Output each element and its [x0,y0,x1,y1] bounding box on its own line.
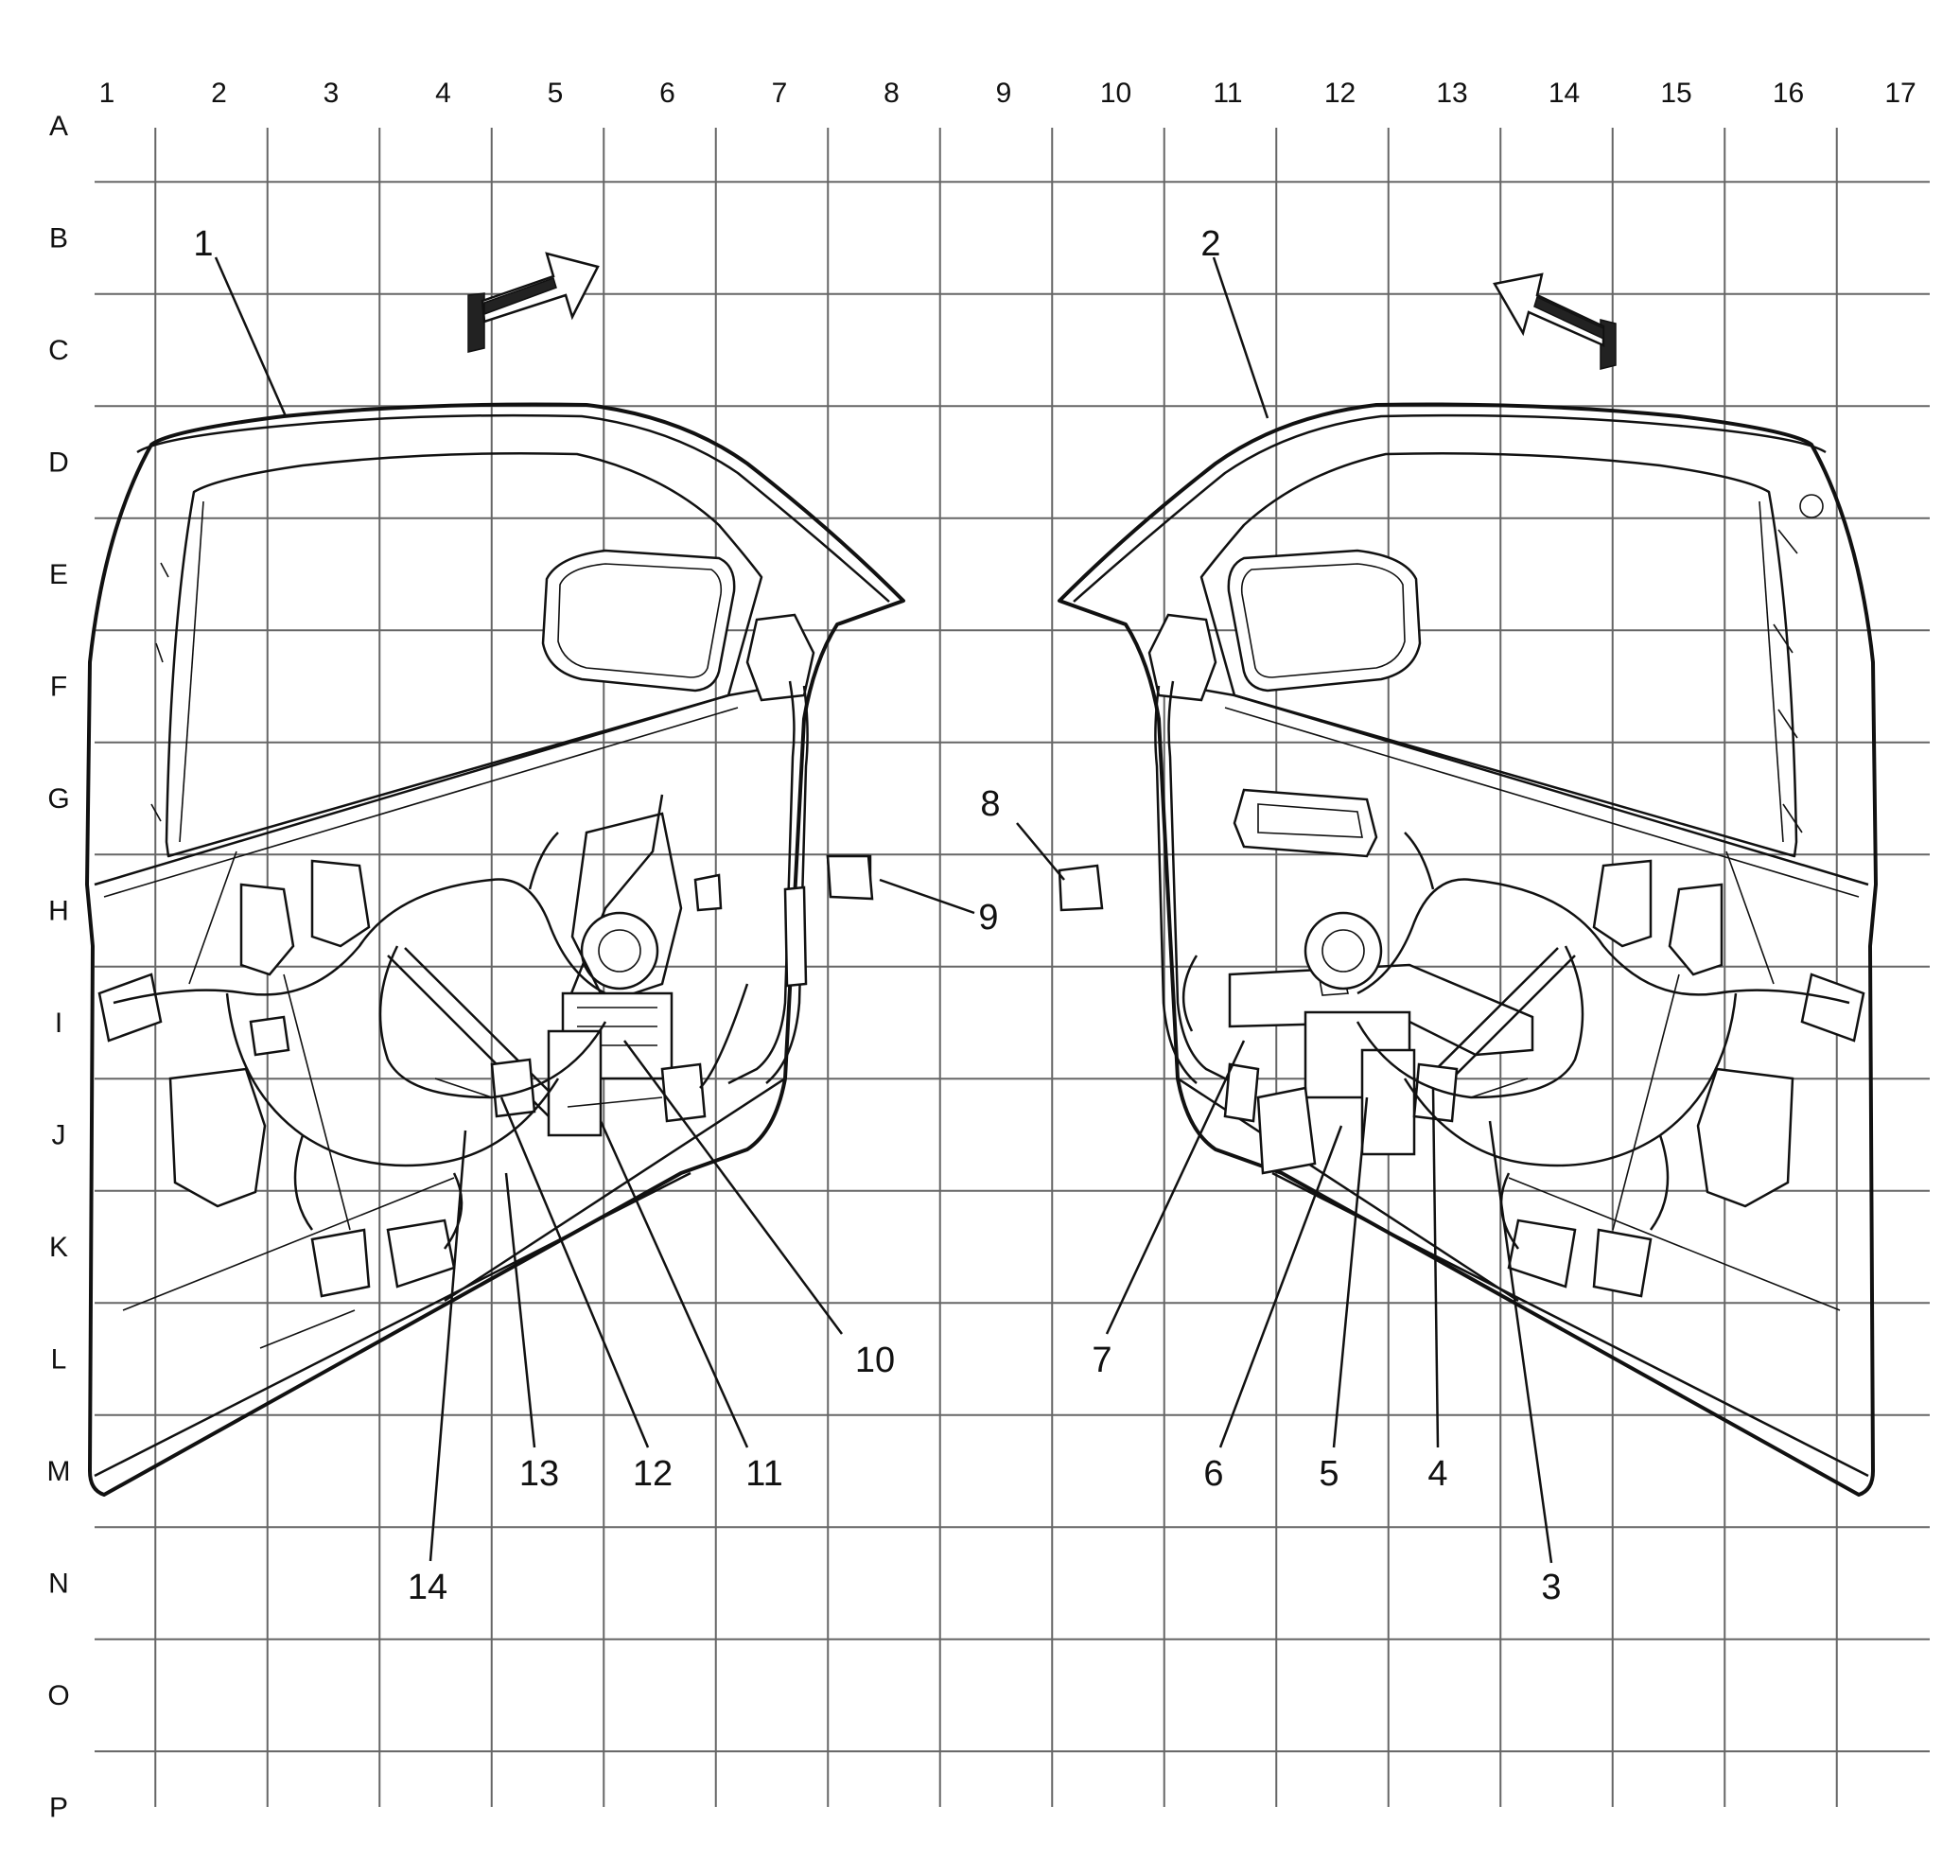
right-door-inside-handle [1233,788,1378,858]
leader-14 [429,1130,467,1562]
grid-row-label: P [49,1793,68,1824]
grid-column-label: 10 [1100,78,1131,109]
grid-row-label: H [48,896,69,927]
grid-column-label: 15 [1660,78,1691,109]
grid-column-label: 11 [1213,78,1242,109]
right-door-mirror [1227,549,1422,693]
leader-9 [879,878,975,915]
left-door-frame-inner [136,413,890,603]
grid-row-label: F [50,672,67,703]
leader-13 [504,1172,536,1448]
grid-row-label: N [48,1569,69,1600]
leader-12 [499,1096,650,1448]
grid-row-labels: A B C D E F G H I J K L M N O P [47,111,71,1824]
forward-direction-arrow-icon [1493,272,1617,370]
leader-6 [1218,1125,1343,1448]
grid-column-label: 14 [1549,78,1580,109]
grid-row-label: G [47,783,69,815]
grid-column-label: 6 [659,78,675,109]
grid-column-label: 4 [435,78,451,109]
grid-column-label: 13 [1436,78,1467,109]
leader-10 [622,1040,844,1335]
right-door-window-opening [1199,451,1798,858]
left-window-motor [580,911,659,991]
grid-column-label: 1 [99,78,115,109]
callout-leaders [214,256,1553,1564]
grid-column-label: 16 [1773,78,1804,109]
leader-2 [1212,256,1269,419]
callout-11: 11 [745,1454,782,1494]
callout-4: 4 [1427,1454,1447,1494]
grid-column-label: 12 [1324,78,1356,109]
callout-1: 1 [193,224,213,264]
callout-3: 3 [1541,1568,1561,1607]
leader-7 [1105,1040,1246,1335]
grid-row-label: L [51,1344,67,1376]
door-harness-connector-left [826,854,874,901]
leader-1 [214,256,288,417]
right-door-belt-line [1196,687,1869,886]
grid-column-label: 2 [211,78,227,109]
callout-7: 7 [1092,1341,1111,1380]
leader-4 [1431,1087,1440,1448]
connector-pair [826,854,1104,912]
leader-5 [1332,1096,1369,1448]
callout-5: 5 [1319,1454,1339,1494]
right-front-door-assembly [1058,402,1878,1497]
grid-row-label: J [52,1120,66,1151]
grid-row-label: A [49,111,68,142]
forward-direction-arrow-icon [467,252,600,353]
leader-3 [1488,1120,1553,1564]
right-window-motor [1304,911,1383,991]
door-harness-connector-right [1058,864,1104,912]
grid-row-label: I [55,1008,62,1039]
callout-2: 2 [1200,224,1220,264]
callout-8: 8 [980,784,1000,824]
left-door-belt-line [94,687,767,886]
reference-grid [95,128,1930,1807]
callout-10: 10 [855,1341,895,1380]
grid-column-label: 7 [772,78,788,109]
callout-9: 9 [978,898,998,938]
grid-column-label: 3 [324,78,340,109]
right-door-outer-panel [1058,402,1878,1497]
grid-row-label: O [47,1680,69,1711]
callout-12: 12 [633,1454,673,1494]
grid-row-label: D [48,447,69,479]
leader-11 [599,1120,749,1448]
grid-row-label: B [49,223,68,254]
left-door-latch-assembly [168,1067,267,1208]
grid-row-label: M [47,1456,71,1487]
left-door-window-opening [165,451,763,858]
grid-column-label: 17 [1884,78,1916,109]
left-door-mirror [541,549,736,693]
grid-row-label: K [49,1232,68,1263]
callout-14: 14 [408,1568,447,1607]
right-door-armrest [1228,963,1534,1057]
grid-row-label: C [48,335,69,366]
grid-row-label: E [49,559,68,590]
callout-labels: 1 2 3 4 5 6 7 8 9 10 11 12 13 14 [193,224,1561,1607]
left-front-door-assembly [85,402,905,1497]
callout-6: 6 [1203,1454,1223,1494]
grid-column-label: 5 [548,78,564,109]
grid-column-label: 9 [996,78,1012,109]
right-door-latch-assembly [1696,1067,1794,1208]
right-door-frame-inner [1073,413,1827,603]
leader-8 [1016,822,1065,881]
callout-13: 13 [519,1454,559,1494]
grid-column-label: 8 [884,78,900,109]
left-door-outer-panel [85,402,905,1497]
left-door-wiring-harness [113,832,749,1250]
